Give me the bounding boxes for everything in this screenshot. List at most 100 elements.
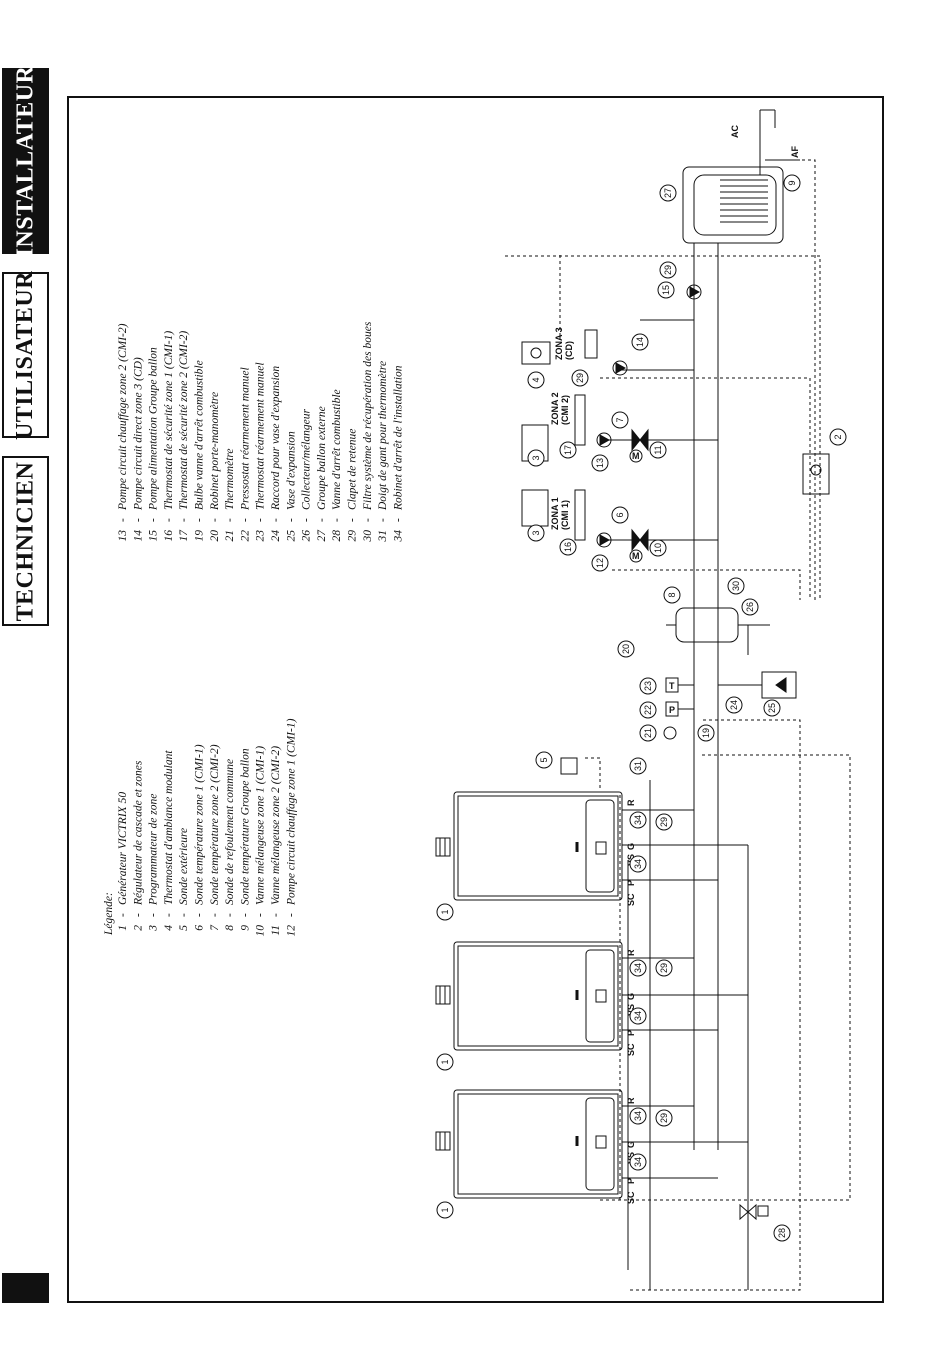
legend-item-text: Filtre système de récupération des boues xyxy=(362,321,374,511)
legend-item: 2-Régulateur de cascade et zones xyxy=(132,760,144,931)
legend-item-text: Programmateur de zone xyxy=(148,794,160,906)
callout-14: 14 xyxy=(631,333,649,351)
legend-item-number: 11 xyxy=(270,925,282,936)
callout-28: 28 xyxy=(773,1224,791,1242)
svg-text:27: 27 xyxy=(663,188,673,198)
callout-3: 3 xyxy=(527,524,545,542)
legend-item-dash: - xyxy=(362,518,374,522)
legend-item-text: Thermostat de sécurité zone 1 (CMI-1) xyxy=(163,331,175,510)
zone-label-line2: (CMI 1) xyxy=(560,500,570,530)
legend-item-dash: - xyxy=(163,913,175,917)
legend-item: 16-Thermostat de sécurité zone 1 (CMI-1) xyxy=(163,331,175,542)
legend-item-dash: - xyxy=(194,913,206,917)
legend-item-dash: - xyxy=(392,518,404,522)
legend-item-text: Thermostat réarmement manuel xyxy=(255,362,267,510)
boiler-2 xyxy=(435,941,623,1051)
legend-item: 27-Groupe ballon externe xyxy=(316,406,328,541)
svg-text:1: 1 xyxy=(440,1059,450,1064)
svg-text:29: 29 xyxy=(575,373,585,383)
legend-item-dash: - xyxy=(178,913,190,917)
legend-item-dash: - xyxy=(316,518,328,522)
legend-item-text: Pompe circuit chauffage zone 1 (CMI-1) xyxy=(285,718,297,906)
callout-11: 11 xyxy=(649,441,667,459)
legend-title: Légende: xyxy=(103,892,115,936)
svg-text:8: 8 xyxy=(667,592,677,597)
svg-text:11: 11 xyxy=(653,445,663,454)
legend-item: 4-Thermostat d'ambiance modulant xyxy=(163,750,175,931)
legend-item: 12-Pompe circuit chauffage zone 1 (CMI-1… xyxy=(285,718,297,936)
callout-5: 5 xyxy=(535,751,553,769)
callout-4: 4 xyxy=(527,371,545,389)
legend-item-number: 17 xyxy=(178,529,190,542)
svg-text:34: 34 xyxy=(633,859,643,869)
tab-technicien[interactable]: TECHNICIEN xyxy=(2,456,49,626)
svg-text:16: 16 xyxy=(563,542,573,552)
legend-item-text: Pressostat réarmement manuel xyxy=(239,367,251,511)
legend-item: 23-Thermostat réarmement manuel xyxy=(255,362,267,541)
label-t: T xyxy=(669,681,675,691)
legend-item-number: 16 xyxy=(163,530,175,542)
svg-text:3: 3 xyxy=(531,455,541,460)
svg-text:9: 9 xyxy=(787,180,797,185)
tab-installateur[interactable]: INSTALLATEUR xyxy=(2,65,49,257)
legend-item-text: Doigt de gant pour thermomètre xyxy=(377,361,389,511)
svg-text:17: 17 xyxy=(563,445,573,455)
legend-item-text: Régulateur de cascade et zones xyxy=(132,760,144,906)
svg-text:6: 6 xyxy=(615,512,625,517)
callout-8: 8 xyxy=(663,586,681,604)
callout-3: 3 xyxy=(527,449,545,467)
svg-text:29: 29 xyxy=(659,1113,669,1123)
legend-item-text: Sonde extérieure xyxy=(178,828,190,905)
legend-item-number: 4 xyxy=(163,925,175,931)
legend-item-text: Robinet porte-manomètre xyxy=(209,392,221,511)
legend-item-number: 7 xyxy=(209,924,221,931)
legend-item-dash: - xyxy=(178,518,190,522)
svg-text:22: 22 xyxy=(643,705,653,715)
zone-label-line1: ZONA 3 xyxy=(554,327,564,360)
label-m: M xyxy=(632,551,640,561)
legend-item: 29-Clapet de retenue xyxy=(347,429,359,542)
legend-item-dash: - xyxy=(347,518,359,522)
svg-text:1: 1 xyxy=(440,909,450,914)
label-ac: AC xyxy=(730,125,740,138)
callout-34: 34 xyxy=(629,1007,647,1025)
svg-text:14: 14 xyxy=(635,337,645,347)
callout-6: 6 xyxy=(611,506,629,524)
legend-item-dash: - xyxy=(239,913,251,917)
legend-item-text: Sonde température Groupe ballon xyxy=(239,748,251,905)
page-marker xyxy=(2,1273,49,1303)
legend-item: 30-Filtre système de récupération des bo… xyxy=(362,321,374,542)
legend-item-number: 14 xyxy=(132,530,144,542)
legend-item-text: Robinet d'arrêt de l'installation xyxy=(392,365,404,511)
callout-34: 34 xyxy=(629,855,647,873)
svg-text:34: 34 xyxy=(633,1157,643,1167)
legend-item-text: Thermostat de sécurité zone 2 (CMI-2) xyxy=(178,331,190,510)
legend-item-dash: - xyxy=(239,518,251,522)
zone-label-line1: ZONA 1 xyxy=(550,497,560,530)
legend-item: 5-Sonde extérieure xyxy=(178,828,190,931)
boiler-port-label: P xyxy=(626,880,636,886)
boiler-port-label: G xyxy=(626,843,636,850)
boiler-1 xyxy=(435,791,623,901)
legend-item-number: 34 xyxy=(392,530,404,543)
callout-15: 15 xyxy=(657,281,675,299)
callout-1: 1 xyxy=(436,903,454,921)
svg-text:34: 34 xyxy=(633,1011,643,1021)
boiler-port-label: G xyxy=(626,1141,636,1148)
legend-item-dash: - xyxy=(270,518,282,522)
legend-item-text: Thermomètre xyxy=(224,448,236,510)
legend-item-number: 25 xyxy=(285,530,297,542)
legend-item-text: Bulbe vanne d'arrêt combustible xyxy=(194,360,206,510)
svg-text:26: 26 xyxy=(745,602,755,612)
legend-item-number: 28 xyxy=(331,530,343,542)
boiler-port-label: SC xyxy=(626,893,636,906)
legend-item: 7-Sonde température zone 2 (CMI-2) xyxy=(209,744,221,930)
legend-item-number: 23 xyxy=(255,530,267,542)
tab-utilisateur[interactable]: UTILISATEUR xyxy=(2,270,49,440)
svg-text:10: 10 xyxy=(653,543,663,553)
legend-item-text: Collecteur/mélangeur xyxy=(301,409,313,510)
boiler-port-label: P xyxy=(626,1030,636,1036)
legend-item-text: Vase d'expansion xyxy=(285,431,297,510)
legend-item-number: 6 xyxy=(194,925,206,931)
